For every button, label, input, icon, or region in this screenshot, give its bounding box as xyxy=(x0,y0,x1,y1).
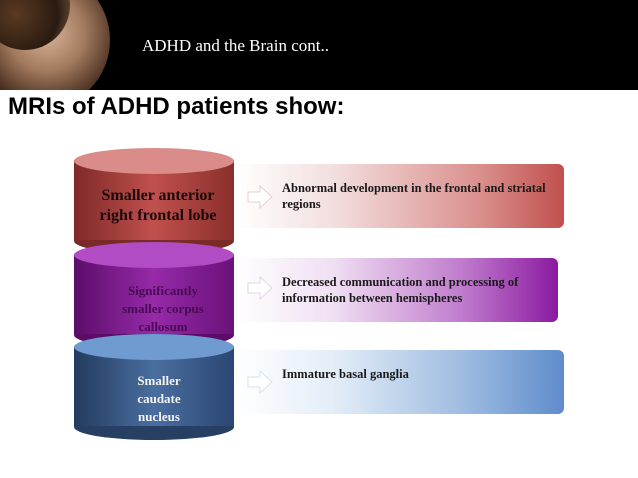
description-bar-basal xyxy=(236,350,564,414)
header-title: ADHD and the Brain cont.. xyxy=(142,36,329,55)
description-text-basal: Immature basal ganglia xyxy=(282,367,409,381)
cylinder-label-caudate-nucleus: Smaller caudate nucleus xyxy=(137,373,181,424)
right-arrow-icon xyxy=(247,275,273,301)
cylinder-label-corpus-callosum: Significantly smaller corpus callosum xyxy=(122,283,204,334)
right-arrow-icon xyxy=(247,184,273,210)
description-text-callosum: Decreased communication and processing o… xyxy=(282,275,519,305)
right-arrow-icon xyxy=(247,369,273,395)
description-bar-frontal xyxy=(236,164,564,228)
page-title: MRIs of ADHD patients show: xyxy=(8,93,345,120)
description-text-frontal: Abnormal development in the frontal and … xyxy=(282,181,546,211)
description-bar-callosum xyxy=(236,258,558,322)
header-banner: ADHD and the Brain cont.. xyxy=(0,0,638,90)
cylinder-label-frontal-lobe: Smaller anterior right frontal lobe xyxy=(99,187,217,224)
